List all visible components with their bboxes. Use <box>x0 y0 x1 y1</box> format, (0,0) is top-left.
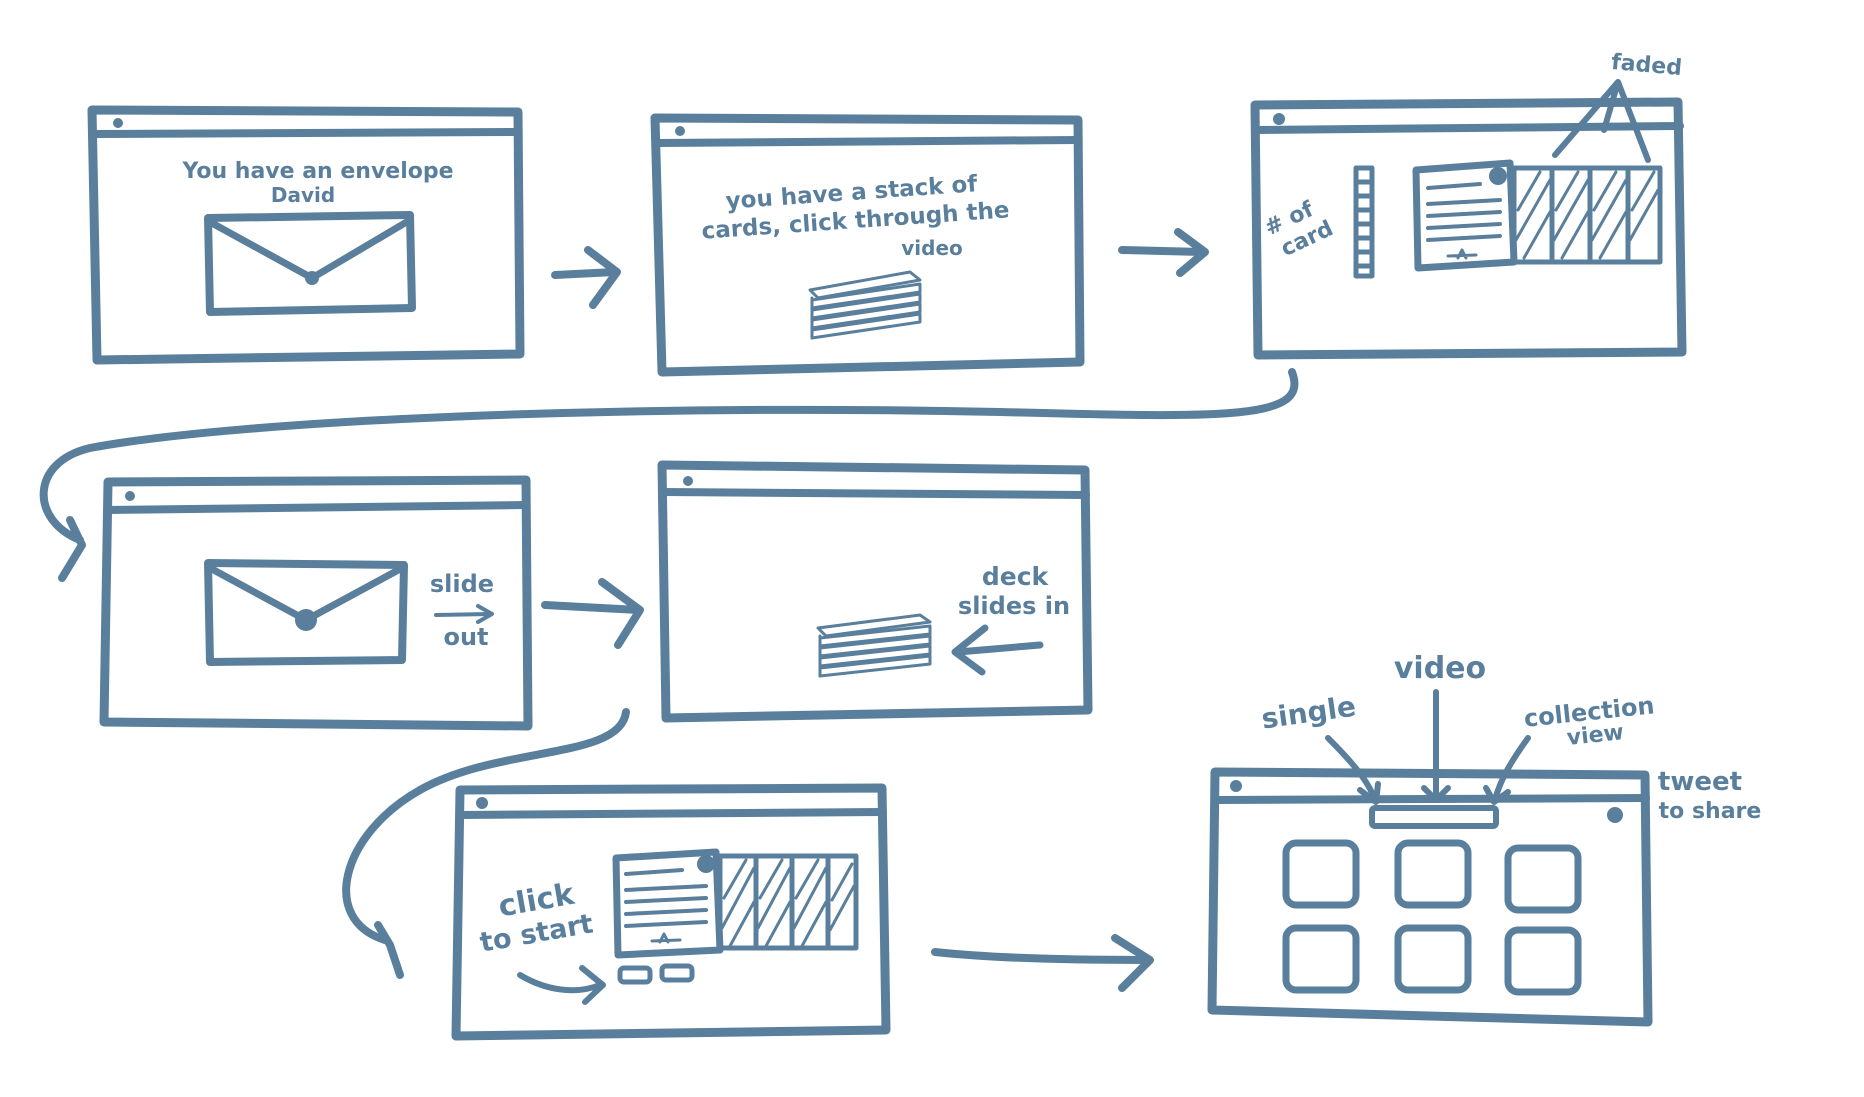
click-to-start-arrow <box>517 965 606 1005</box>
browser-window-frame <box>1250 97 1687 360</box>
slide-out-label-bottom: out <box>443 623 488 651</box>
video-view-pointer <box>1421 689 1451 803</box>
slide-out-arrow <box>434 604 494 624</box>
collection-thumbnail[interactable] <box>1282 924 1360 994</box>
collection-thumbnail[interactable] <box>1504 926 1582 996</box>
deck-label-line1: deck <box>982 562 1050 591</box>
card-dot-icon <box>697 855 715 873</box>
frame-4-envelope-slide-out: slide out <box>99 475 533 731</box>
faded-annotation: faded <box>1610 50 1683 81</box>
collection-thumbnail[interactable] <box>1282 839 1360 909</box>
connector-5-to-6 <box>342 708 630 944</box>
frame-7-collection-view: single video collection view tweet to sh… <box>1207 651 1762 1027</box>
card-stack-icon <box>808 270 922 340</box>
browser-titlebar-line <box>456 808 887 819</box>
browser-window-frame <box>650 113 1085 377</box>
browser-titlebar-line <box>1252 122 1684 134</box>
frame-1-envelope-intro: You have an envelope David <box>87 105 525 365</box>
browser-titlebar-line <box>90 128 521 138</box>
single-view-pointer <box>1325 735 1381 805</box>
browser-titlebar-line <box>653 136 1082 147</box>
browser-dot-icon <box>683 476 693 486</box>
slide-in-arrow <box>951 624 1044 676</box>
start-button-left[interactable] <box>617 965 653 985</box>
envelope-recipient-name: David <box>271 183 335 207</box>
faded-cards <box>717 853 859 951</box>
video-view-label: video <box>1394 651 1486 686</box>
browser-dot-icon <box>476 797 488 809</box>
browser-dot-icon <box>1230 780 1242 792</box>
browser-window-frame <box>451 783 891 1041</box>
connector-3-to-4-arrowhead <box>58 516 86 582</box>
frame-2-stack-intro: you have a stack of cards, click through… <box>650 113 1085 377</box>
faded-cards <box>1511 165 1663 265</box>
card-stack-icon <box>816 613 932 678</box>
browser-dot-icon <box>113 118 123 128</box>
arrow-6-to-7 <box>931 934 1154 992</box>
envelope-icon <box>204 559 408 666</box>
browser-dot-icon <box>125 491 135 501</box>
tweet-label-line2: to share <box>1659 799 1762 824</box>
single-view-label: single <box>1259 690 1357 736</box>
browser-window-frame <box>87 105 525 365</box>
active-video-card <box>612 848 724 959</box>
browser-window-frame <box>99 475 533 731</box>
collection-grid <box>1282 839 1582 996</box>
collection-thumbnail[interactable] <box>1394 924 1472 994</box>
frame-3-card-viewer: # of card faded <box>1250 50 1687 360</box>
envelope-icon <box>204 211 416 316</box>
arrow-2-to-3 <box>1118 228 1209 277</box>
collection-thumbnail[interactable] <box>1504 844 1582 914</box>
arrow-1-to-2 <box>551 246 621 309</box>
start-button-right[interactable] <box>659 963 695 983</box>
card-dot-icon <box>1489 167 1507 185</box>
collection-view-pointer <box>1483 735 1531 805</box>
browser-dot-icon <box>1273 113 1285 125</box>
connector-3-to-4 <box>39 368 1299 544</box>
collection-thumbnail[interactable] <box>1394 839 1472 909</box>
frame-5-deck-slides-in: deck slides in <box>657 460 1093 723</box>
tweet-share-dot-icon[interactable] <box>1607 807 1623 823</box>
slide-out-label-top: slide <box>430 570 494 598</box>
card-counter-bar <box>1353 165 1375 279</box>
browser-titlebar-line <box>104 501 530 514</box>
browser-window-frame <box>1207 767 1653 1027</box>
faded-pointer-lines <box>1552 79 1651 163</box>
envelope-message-line1: You have an envelope <box>181 159 453 184</box>
connector-5-to-6-arrowhead <box>374 921 404 979</box>
stack-message-line3: video <box>901 236 963 260</box>
arrow-4-to-5 <box>541 578 644 649</box>
frame-6-click-to-start: click to start <box>451 783 891 1041</box>
active-video-card <box>1412 159 1518 272</box>
collection-view-label-line2: view <box>1566 720 1625 751</box>
browser-window-frame <box>657 460 1093 723</box>
browser-dot-icon <box>675 126 685 136</box>
deck-label-line2: slides in <box>958 592 1070 620</box>
view-mode-toolbar[interactable] <box>1369 805 1499 829</box>
browser-titlebar-line <box>660 488 1090 499</box>
tweet-label-line1: tweet <box>1658 767 1742 797</box>
